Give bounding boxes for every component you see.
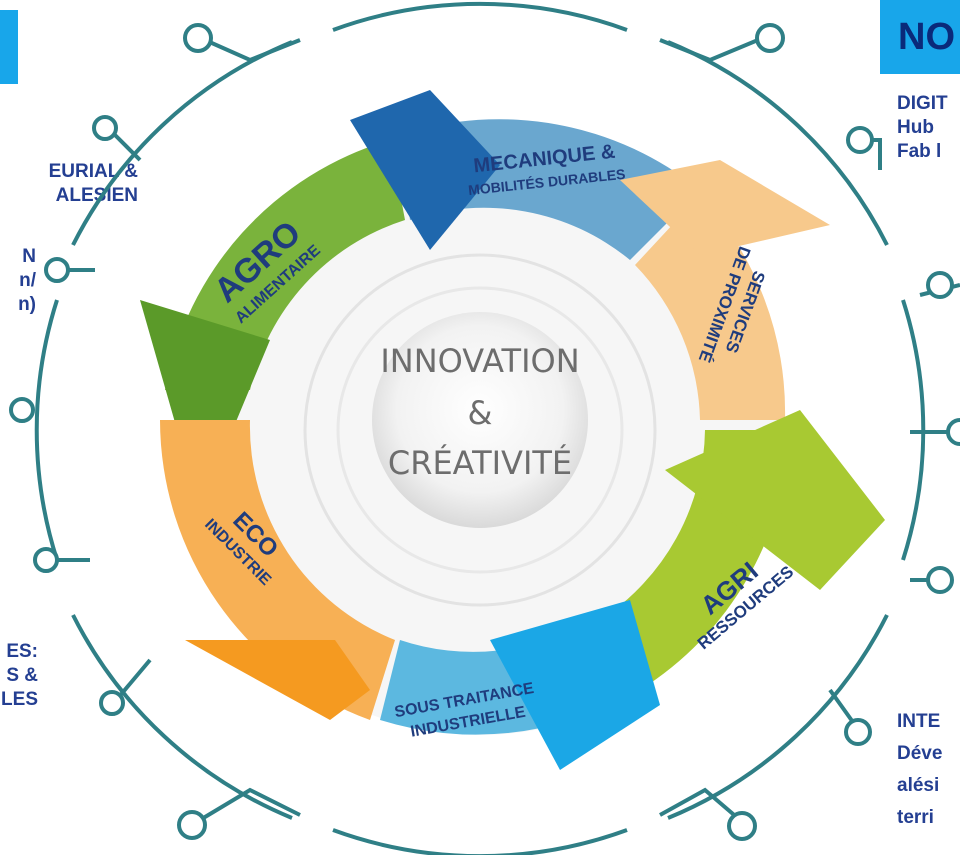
node-right-4	[910, 566, 954, 594]
segment-agri	[600, 410, 885, 690]
left-text-paren: N n/ n)	[18, 246, 36, 315]
left-text-es: ES: S & LES	[1, 641, 38, 710]
node-left-4	[33, 547, 90, 573]
segment-eco	[160, 420, 395, 720]
node-bottom-right	[659, 787, 757, 841]
node-top-right	[659, 23, 785, 63]
center-disk	[372, 312, 588, 528]
node-left-3	[9, 397, 35, 423]
center-line-3: CRÉATIVITÉ	[388, 444, 572, 482]
node-right-5	[828, 688, 872, 746]
guide-ring-inner	[336, 286, 624, 574]
node-bottom-left	[177, 787, 301, 840]
node-left-5	[99, 658, 152, 716]
segment-sous	[380, 600, 660, 770]
node-top-left	[183, 23, 301, 63]
right-badge: NO	[880, 0, 960, 74]
right-text-digital: DIGIT Hub Fab l	[897, 93, 948, 162]
connector-nodes	[9, 23, 960, 841]
node-right-3	[910, 418, 960, 446]
right-badge-label: NO	[898, 16, 955, 58]
node-right-2	[919, 271, 960, 299]
segment-meca	[350, 90, 700, 260]
center-line-1: INNOVATION	[380, 342, 579, 380]
guide-ring-outer	[303, 253, 657, 607]
center-line-2: &	[468, 394, 493, 432]
left-badge	[0, 10, 18, 84]
right-text-inte: INTE Déve alési terri	[897, 711, 943, 828]
node-left-2	[44, 257, 95, 283]
node-right-1	[846, 126, 882, 170]
node-left-1	[92, 115, 142, 162]
segment-services	[620, 160, 830, 420]
segment-agro	[140, 140, 405, 460]
left-text-entrepreneurial: EURIAL & ALESIEN	[48, 161, 138, 206]
